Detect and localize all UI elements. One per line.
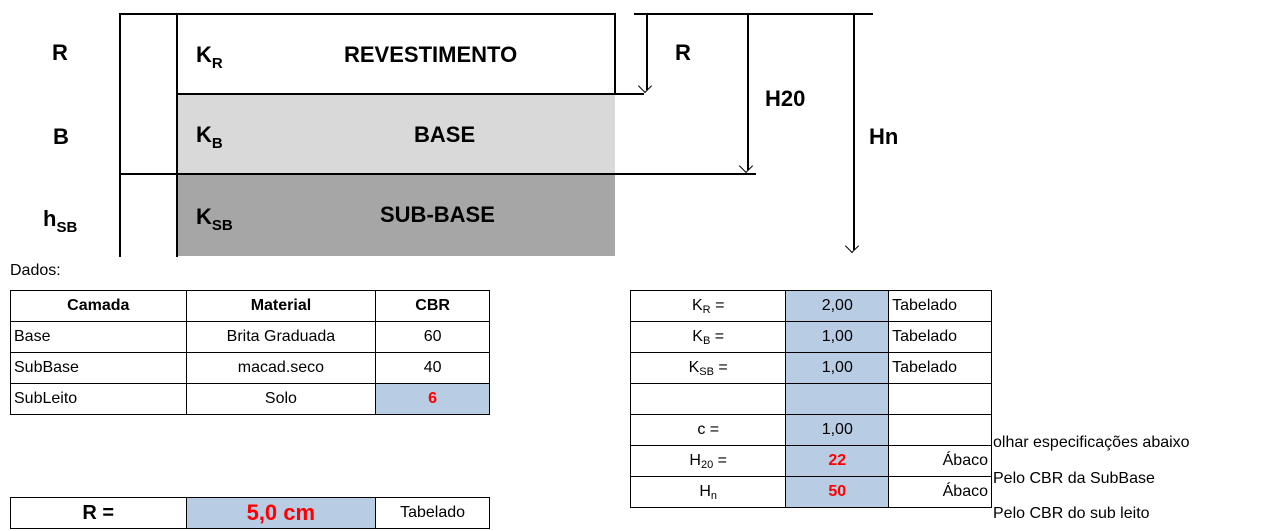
layer-box-right-edge: [614, 14, 616, 94]
arrow-h20: [747, 14, 749, 170]
dim-line-left-1: [119, 14, 121, 257]
param-label-c: c =: [629, 414, 787, 446]
param-value-hn[interactable]: 50: [785, 476, 890, 508]
param-value-kb[interactable]: 1,00: [785, 321, 890, 353]
layer-name-base: BASE: [414, 122, 476, 147]
cell-cbr[interactable]: 40: [375, 352, 490, 384]
layer-revestimento: KR REVESTIMENTO: [178, 14, 615, 94]
table-row: H20 = 22 Ábaco: [629, 445, 992, 477]
line-base-subbase: [119, 173, 756, 175]
table-row: SubBase macad.seco 40: [10, 352, 490, 384]
param-label-ksb: KSB =: [629, 352, 787, 384]
param-value-empty[interactable]: [785, 383, 890, 415]
layer-subbase: KSB SUB-BASE: [178, 174, 615, 256]
note-h20-cbr: Pelo CBR da SubBase: [993, 470, 1155, 487]
table-row: c = 1,00: [629, 414, 992, 446]
table-row: KSB = 1,00 Tabelado: [629, 352, 992, 384]
r-result-table: R = 5,0 cm Tabelado: [10, 497, 490, 529]
top-line-right: [634, 13, 873, 15]
line-revestimento-base: [178, 93, 644, 95]
dados-label: Dados:: [10, 262, 61, 279]
label-h20: H20: [765, 86, 806, 111]
param-note-c: [888, 414, 992, 446]
param-note-h20: Ábaco: [888, 445, 992, 477]
label-hsb-sub: SB: [56, 219, 78, 236]
param-value-c[interactable]: 1,00: [785, 414, 890, 446]
param-label-empty: [629, 383, 787, 415]
materials-header-row: Camada Material CBR: [10, 290, 490, 322]
arrow-hn: [853, 14, 855, 250]
cell-camada[interactable]: Base: [10, 321, 187, 353]
arrow-r: [646, 14, 648, 90]
top-line: [119, 13, 616, 15]
table-row: [629, 383, 992, 415]
label-hsb-main: h: [43, 206, 57, 231]
param-note-empty: [888, 383, 992, 415]
table-row: Hn 50 Ábaco: [629, 476, 992, 508]
layer-base: KB BASE: [178, 94, 615, 174]
header-material: Material: [185, 290, 377, 322]
label-r-right: R: [675, 40, 691, 65]
label-b-left: B: [53, 124, 69, 149]
dim-line-left-2: [176, 14, 178, 257]
r-result-note: Tabelado: [375, 497, 490, 529]
layer-k-b: KB: [196, 122, 223, 152]
param-note-kr: Tabelado: [888, 290, 992, 322]
header-cbr: CBR: [375, 290, 490, 322]
label-hn: Hn: [869, 124, 899, 149]
param-label-h20: H20 =: [629, 445, 787, 477]
cell-cbr-subleito[interactable]: 6: [375, 383, 490, 415]
param-value-h20[interactable]: 22: [785, 445, 890, 477]
header-camada: Camada: [10, 290, 187, 322]
cell-cbr[interactable]: 60: [375, 321, 490, 353]
cell-material[interactable]: Solo: [185, 383, 377, 415]
table-row: Base Brita Graduada 60: [10, 321, 490, 353]
cell-material[interactable]: macad.seco: [185, 352, 377, 384]
cell-camada[interactable]: SubLeito: [10, 383, 187, 415]
param-note-ksb: Tabelado: [888, 352, 992, 384]
param-note-kb: Tabelado: [888, 321, 992, 353]
param-value-kr[interactable]: 2,00: [785, 290, 890, 322]
layer-name-revestimento: REVESTIMENTO: [344, 42, 518, 67]
cell-material[interactable]: Brita Graduada: [185, 321, 377, 353]
param-label-kr: KR =: [629, 290, 787, 322]
table-row: SubLeito Solo 6: [10, 383, 490, 415]
r-result-label: R =: [10, 497, 187, 529]
layer-k-sb: KSB: [196, 204, 233, 234]
note-hn-cbr: Pelo CBR do sub leito: [993, 505, 1150, 522]
params-table: KR = 2,00 Tabelado KB = 1,00 Tabelado KS…: [629, 290, 992, 508]
label-hsb-left: hSB: [43, 206, 77, 236]
param-note-hn: Ábaco: [888, 476, 992, 508]
param-value-ksb[interactable]: 1,00: [785, 352, 890, 384]
layer-k-r: KR: [196, 42, 223, 72]
note-c-specs: olhar especificações abaixo: [993, 434, 1190, 451]
table-row: KB = 1,00 Tabelado: [629, 321, 992, 353]
r-result-value[interactable]: 5,0 cm: [185, 497, 377, 529]
layer-name-subbase: SUB-BASE: [380, 202, 495, 227]
r-result-row: R = 5,0 cm Tabelado: [10, 497, 490, 529]
table-row: KR = 2,00 Tabelado: [629, 290, 992, 322]
materials-table: Camada Material CBR Base Brita Graduada …: [10, 290, 490, 415]
cell-camada[interactable]: SubBase: [10, 352, 187, 384]
param-label-hn: Hn: [629, 476, 787, 508]
label-r-left: R: [52, 40, 68, 65]
param-label-kb: KB =: [629, 321, 787, 353]
